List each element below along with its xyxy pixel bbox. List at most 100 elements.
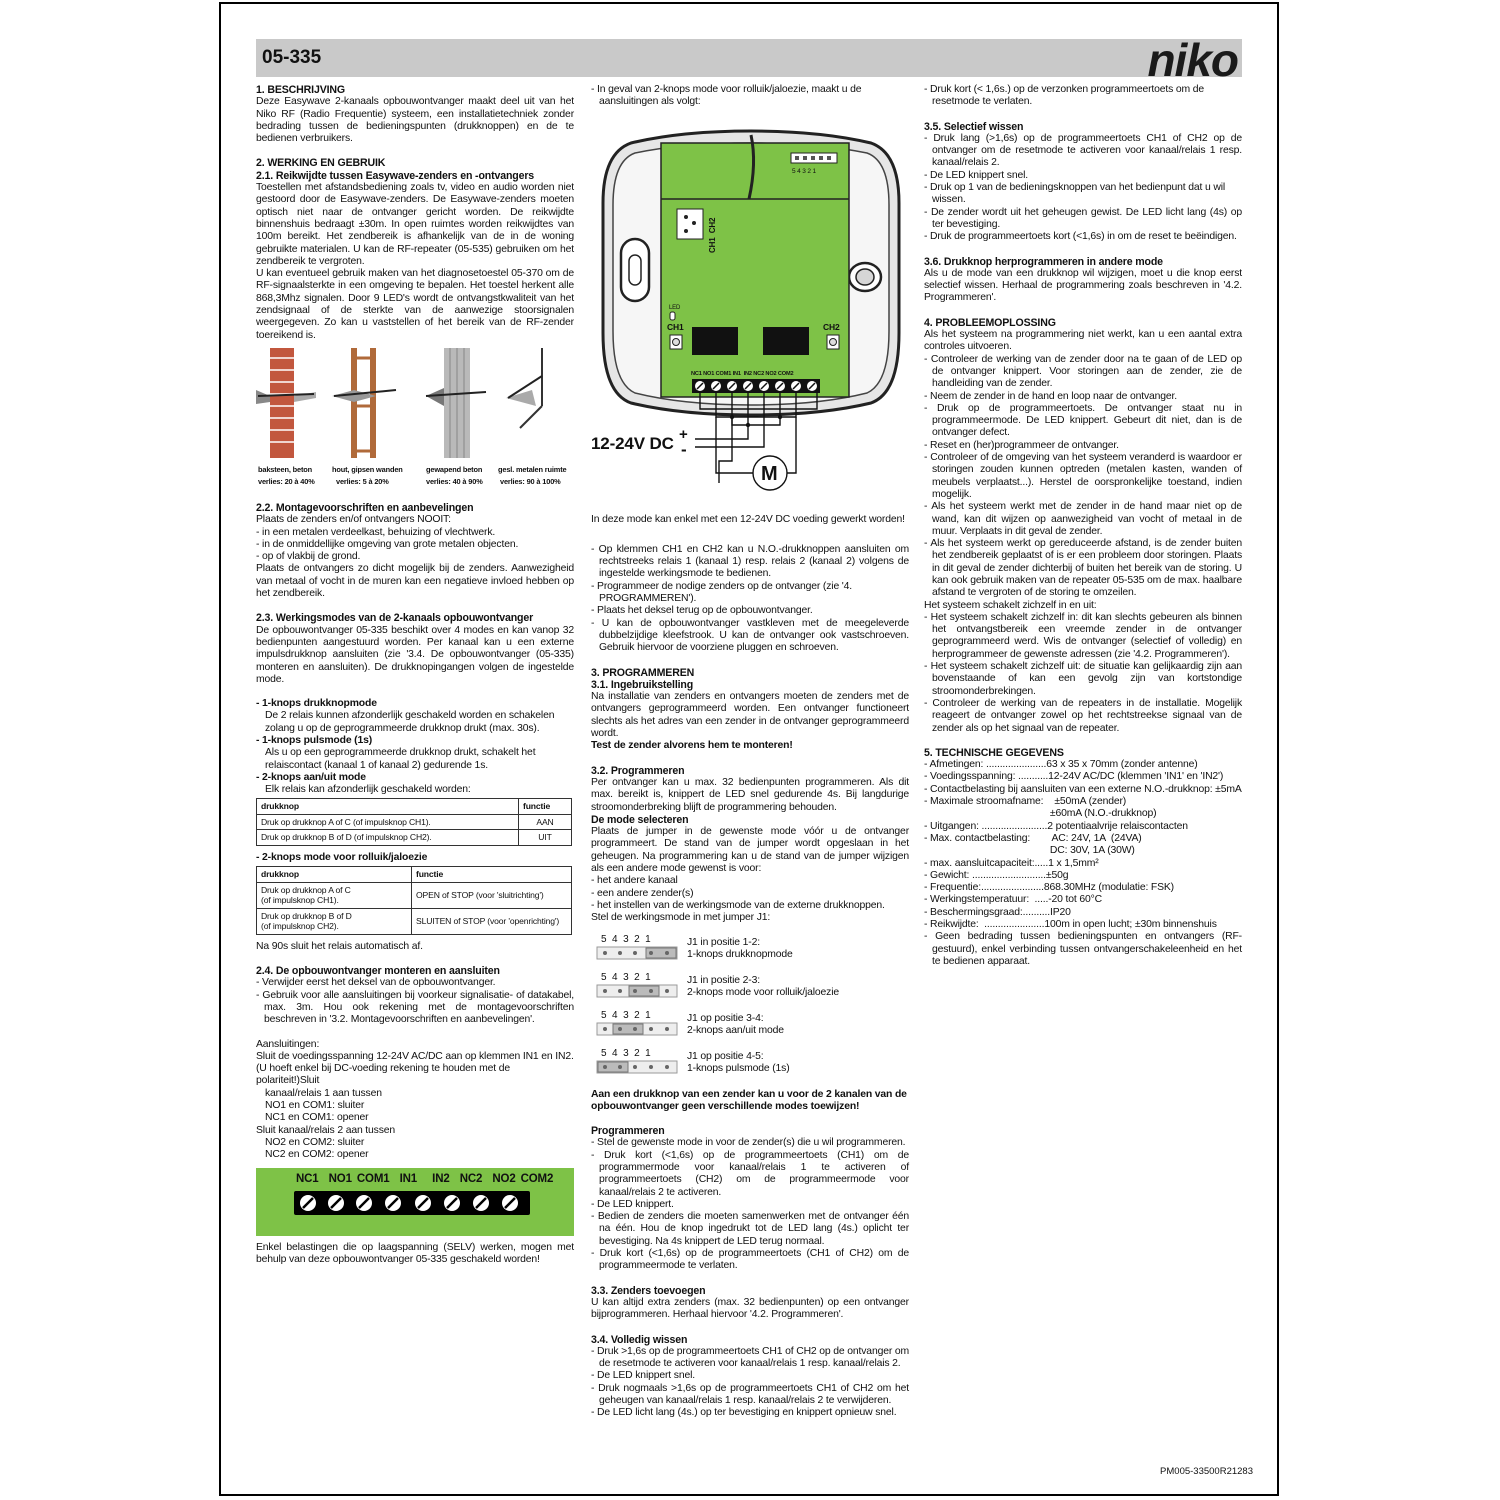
diagram-ch2-label: CH2 (823, 322, 840, 332)
subsection-title: 2.1. Reikwijdte tussen Easywave-zenders … (256, 169, 535, 182)
page-frame (219, 2, 1279, 1496)
spec-line: - Contactbelasting bij aansluiten van ee… (924, 783, 1242, 795)
list-item: - De LED knippert snel. (924, 169, 1028, 181)
list-item: - Druk kort (<1,6s) op de programmeertoe… (591, 1248, 909, 1272)
mode-table-on-off: drukknop functie Druk op drukknop A of C… (256, 798, 572, 846)
jumper-icon: 5 4 3 2 1 (596, 1048, 678, 1073)
receiver-wiring-diagram: 5 4 3 2 1 CH1 CH2 LED CH1 CH2 NC1 NO1 CO… (591, 129, 901, 491)
motor-label: M (761, 463, 778, 485)
mode-text: Elk relais kan afzonderlijk geschakeld w… (265, 784, 471, 796)
list-item: - Op klemmen CH1 en CH2 kan u N.O.-drukk… (591, 543, 909, 580)
jumper-icon: 5 4 3 2 1 (596, 934, 678, 959)
list-item: - het andere kanaal (591, 875, 678, 887)
diagram-pins-label: 5 4 3 2 1 (792, 168, 816, 175)
jumper-setting: 5 4 3 2 1 J1 in positie 1-2: 1-knops dru… (591, 933, 909, 963)
subsection-title: 3.2. Programmeren (591, 764, 685, 777)
header-bar: 05-335 niko (256, 34, 1242, 86)
terminal-screws-icon (294, 1190, 530, 1215)
subsection-title: 2.2. Montagevoorschriften en aanbeveling… (256, 501, 474, 514)
list-item: - Het systeem schakelt zichzelf in: dit … (924, 611, 1242, 660)
list-item: - U kan de opbouwontvanger vastkleven me… (591, 617, 909, 654)
spec-line: - Werkingstemperatuur: .....-20 tot 60°C (924, 894, 1102, 906)
list-item: - De zender wordt uit het geheugen gewis… (924, 206, 1242, 230)
spec-line: - Reikwijdte: ......................100m… (924, 919, 1217, 930)
table-cell: Druk op drukknop B of D (of impulsknop C… (256, 907, 412, 935)
list-item: - De LED licht lang (4s.) op ter bevesti… (591, 1407, 897, 1419)
table-header: functie (518, 798, 572, 815)
line: Sluit kanaal/relais 2 aan tussen (256, 1124, 396, 1136)
mode-table-shutter: drukknop functie Druk op drukknop A of C… (256, 866, 572, 935)
paragraph: Stel de werkingsmode in met jumper J1: (591, 912, 771, 924)
jumper-icon: 5 4 3 2 1 (596, 1010, 678, 1035)
mode-text: Als u op een geprogrammeerde drukknop dr… (265, 747, 536, 771)
diagram-ch-vertical-label: CH1 CH2 (708, 217, 717, 253)
list-item: - Druk lang (>1,6s) op de programmeertoe… (924, 132, 1242, 169)
list-item: - Druk op 1 van de bedieningsknoppen van… (924, 182, 1226, 206)
svg-text:5 4 3 2 1: 5 4 3 2 1 (601, 1010, 651, 1021)
line: NC1 en COM1: opener (265, 1112, 369, 1124)
wood-wall-icon (332, 347, 397, 458)
spec-line: - Maximale stroomafname: ±50mA (zender) (924, 796, 1127, 808)
column-1: 1. BESCHRIJVING Deze Easywave 2-kanaals … (256, 84, 574, 1266)
list-item: - in de onmiddellijke omgeving van grote… (256, 538, 519, 550)
paragraph: U kan eventueel gebruik maken van het di… (256, 268, 574, 341)
list-item: - Controleer de werking van de zender do… (924, 353, 1242, 390)
spec-line: DC: 30V, 1A (30W) (924, 845, 1135, 857)
mode-title: - 1-knops pulsmode (1s) (256, 734, 373, 746)
spec-line: - Uitgangen: ........................2 p… (924, 820, 1188, 832)
list-item: - op of vlakbij de grond. (256, 551, 361, 563)
jumper-setting: 5 4 3 2 1 J1 op positie 3-4: 2-knops aan… (591, 1009, 909, 1039)
list-item: - Druk kort (< 1,6s.) op de verzonken pr… (924, 84, 1205, 108)
table-cell: UIT (518, 829, 572, 846)
section-title: 4. PROBLEEMOPLOSSING (924, 316, 1056, 329)
list-item: - Verwijder eerst het deksel van de opbo… (256, 977, 496, 989)
list-item: - Stel de gewenste mode in voor de zende… (591, 1137, 906, 1149)
subsection-title: 3.4. Volledig wissen (591, 1333, 688, 1346)
paragraph: Enkel belastingen die op laagspanning (S… (256, 1241, 574, 1265)
table-header: drukknop (256, 798, 519, 815)
list-item: - Controleer de werking van de repeaters… (924, 697, 1242, 734)
table-row: Druk op drukknop B of D (of impulsknop C… (256, 907, 572, 935)
paragraph: Plaats de zenders en/of ontvangers NOOIT… (256, 514, 451, 526)
list-item: - Druk nogmaals >1,6s op de programmeert… (591, 1382, 909, 1407)
subsection-title: 2.4. De opbouwontvanger monteren en aans… (256, 965, 500, 978)
diagram-ch1-label: CH1 (667, 322, 684, 332)
paragraph: Het systeem schakelt zichzelf in en uit: (924, 599, 1097, 611)
mode-title: - 1-knops drukknopmode (256, 698, 377, 710)
paragraph: Toestellen met afstandsbediening zoals t… (256, 182, 574, 267)
line: NO2 en COM2: sluiter (265, 1136, 365, 1148)
wall-material-label: baksteen, beton (258, 465, 313, 474)
line: kanaal/relais 1 aan tussen (265, 1087, 382, 1099)
table-cell: Druk op drukknop B of D (of impulsknop C… (256, 829, 519, 846)
list-item: - Als het systeem werkt met de zender in… (924, 501, 1242, 537)
list-item: - het instellen van de werkingsmode van … (591, 899, 885, 911)
table-header: drukknop (256, 866, 412, 883)
subsection-title: 3.6. Drukknop herprogrammeren in andere … (924, 255, 1163, 268)
paragraph: Na 90s sluit het relais automatisch af. (256, 940, 423, 952)
spec-line: - Beschermingsgraad:..........IP20 (924, 906, 1071, 918)
diagram-led-label: LED (669, 305, 681, 311)
spec-line: - Max. contactbelasting: AC: 24V, 1A (24… (924, 832, 1142, 844)
list-item: - Als het systeem werkt op gereduceerde … (924, 538, 1242, 599)
paragraph: De opbouwontvanger 05-335 beschikt over … (256, 624, 574, 685)
list-item: - Het systeem schakelt zichzelf uit: de … (924, 661, 1242, 697)
svg-text:5 4 3 2 1: 5 4 3 2 1 (601, 1048, 651, 1059)
table-row: Druk op drukknop A of C (of impulsknop C… (256, 813, 572, 831)
wall-loss-label: verlies: 5 à 20% (336, 477, 389, 486)
list-item: - De LED knippert. (591, 1198, 674, 1210)
table-row: Druk op drukknop A of C (of impulsknop C… (256, 881, 572, 909)
metal-room-icon (506, 347, 543, 429)
list-item: - Reset en (her)programmeer de ontvanger… (924, 439, 1119, 451)
terminal-strip-illustration: NC1 NO1 COM1 IN1 IN2 NC2 NO2 COM2 (256, 1167, 574, 1236)
list-item: - Controleer of de omgeving van het syst… (924, 452, 1242, 500)
table-row: Druk op drukknop B of D (of impulsknop C… (256, 829, 572, 846)
diagram-plus-label: + (679, 426, 688, 443)
mode-title: - 2-knops mode voor rolluik/jaloezie (256, 851, 428, 863)
table-cell: Druk op drukknop A of C (of impulsknop C… (256, 881, 412, 909)
paragraph: Aansluitingen: (256, 1038, 320, 1050)
list-item: - Druk de programmeertoets kort (<1,6s) … (924, 231, 1237, 243)
jumper-mode: 1-knops drukknopmode (687, 948, 793, 960)
table-cell: SLUITEN of STOP (voor 'openrichting') (411, 907, 572, 935)
list-item: - De LED knippert snel. (591, 1370, 695, 1382)
mode-text: De 2 relais kunnen afzonderlijk geschake… (265, 710, 555, 734)
